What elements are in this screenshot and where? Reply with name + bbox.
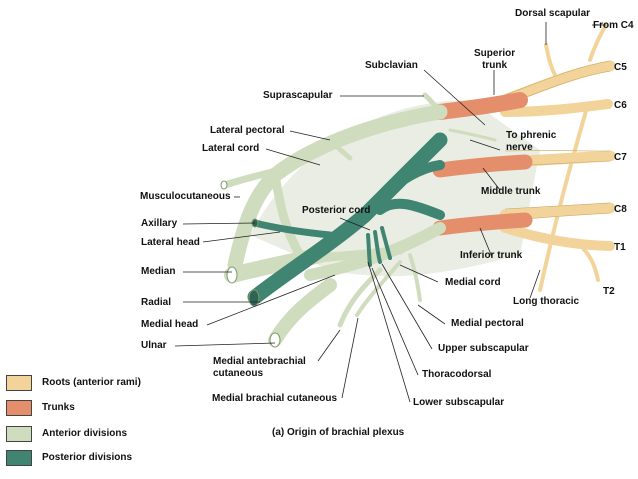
label-ulnar: Ulnar <box>141 340 167 351</box>
label-suprascapular: Suprascapular <box>263 90 333 101</box>
label-c6: C6 <box>614 100 627 111</box>
legend-label: Anterior divisions <box>42 428 128 439</box>
label-posterior-cord: Posterior cord <box>302 205 371 216</box>
root-long-thoracic <box>538 102 590 292</box>
posterior-division-lower <box>375 198 445 220</box>
label-middle-trunk: Middle trunk <box>481 186 541 197</box>
root-c6 <box>500 99 613 117</box>
lateral-head-connector <box>270 170 305 260</box>
legend-swatch-anterior <box>6 426 32 442</box>
superior-trunk <box>432 92 528 120</box>
nerve-ends <box>220 180 281 348</box>
label-from-c4: From C4 <box>593 20 634 31</box>
label-medial-antebrachial-cutaneous: Medial antebrachial cutaneous <box>213 356 306 379</box>
label-subclavian: Subclavian <box>365 60 418 71</box>
label-inferior-trunk: Inferior trunk <box>460 250 523 261</box>
leader-lines <box>174 22 606 403</box>
label-thoracodorsal: Thoracodorsal <box>422 369 492 380</box>
medial-head-connector <box>315 245 405 263</box>
label-median: Median <box>141 266 176 277</box>
root-t2 <box>578 243 600 282</box>
legend-swatch-roots <box>6 375 32 391</box>
label-c7: C7 <box>614 152 627 163</box>
label-c8: C8 <box>614 204 627 215</box>
suprascapular-nerve <box>422 92 443 115</box>
label-lower-subscapular: Lower subscapular <box>413 397 505 408</box>
label-medial-pectoral: Medial pectoral <box>451 318 524 329</box>
label-dorsal-scapular: Dorsal scapular <box>515 8 591 19</box>
lower-subscapular-branch <box>380 226 392 260</box>
inferior-trunk <box>432 212 533 236</box>
label-lateral-cord: Lateral cord <box>202 143 260 154</box>
medial-brachial <box>355 260 402 317</box>
label-lateral-pectoral: Lateral pectoral <box>210 125 285 136</box>
label-c5: C5 <box>614 62 627 73</box>
label-t1: T1 <box>614 242 626 253</box>
label-medial-cord: Medial cord <box>445 277 501 288</box>
legend-swatch-posterior <box>6 450 32 466</box>
middle-trunk <box>432 154 533 178</box>
ulnar-nerve <box>268 278 337 347</box>
to-phrenic <box>448 128 497 142</box>
legend-label: Roots (anterior rami) <box>42 377 141 388</box>
label-t2: T2 <box>603 286 615 297</box>
label-radial: Radial <box>141 297 172 308</box>
label-lateral-head: Lateral head <box>141 237 200 248</box>
label-long-thoracic: Long thoracic <box>513 296 580 307</box>
posterior-divisions <box>247 132 448 305</box>
root-t1 <box>500 223 615 251</box>
label-medial-head: Medial head <box>141 319 199 330</box>
medial-pectoral <box>408 253 422 302</box>
root-from-c4 <box>588 23 608 62</box>
label-superior-trunk: Superior trunk <box>474 48 516 71</box>
trunks <box>432 92 533 236</box>
legend-swatch-trunks <box>6 400 32 416</box>
upper-subscapular-branch <box>373 230 382 264</box>
lateral-pectoral-nerve <box>327 137 353 161</box>
figure-caption: (a) Origin of brachial plexus <box>272 427 405 438</box>
label-musculocutaneous: Musculocutaneous <box>140 191 231 202</box>
label-medial-brachial-cutaneous: Medial brachial cutaneous <box>212 393 338 404</box>
thoracodorsal-branch <box>366 233 372 267</box>
posterior-division-upper <box>380 160 445 200</box>
label-to-phrenic-nerve: To phrenic nerve <box>506 130 557 153</box>
medial-antebrachial <box>337 267 383 328</box>
label-upper-subscapular: Upper subscapular <box>438 343 529 354</box>
label-axillary: Axillary <box>141 218 178 229</box>
posterior-cord <box>247 132 448 305</box>
legend-label: Trunks <box>42 402 75 413</box>
legend-label: Posterior divisions <box>42 452 133 463</box>
root-dorsal-scapular <box>544 43 557 77</box>
axillary-nerve <box>251 219 334 239</box>
